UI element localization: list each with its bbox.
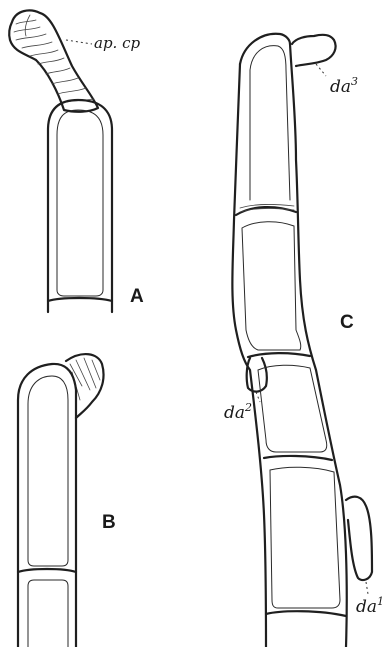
- label-da1-sup: 1: [377, 595, 384, 608]
- label-da2-sup: 2: [244, 401, 252, 414]
- cell-c3-inner: [258, 365, 327, 452]
- cell-c4-inner: [270, 467, 340, 608]
- panel-a-drawing: [9, 10, 112, 312]
- cell-b-bump: [66, 354, 104, 418]
- leader-ap-cp: [66, 40, 92, 44]
- label-da3-base: da: [330, 77, 351, 97]
- branch-da1: [346, 497, 372, 580]
- cell-c-septum-4: [266, 611, 346, 616]
- panel-c-drawing: [232, 34, 372, 647]
- label-da1-base: da: [356, 597, 377, 617]
- filament-apex: [240, 34, 290, 64]
- cell-c-septum-2: [248, 353, 310, 357]
- branch-da3: [292, 35, 336, 66]
- cell-b-inner: [28, 376, 68, 566]
- cell-a-septum: [48, 298, 112, 301]
- label-da2-base: da: [224, 403, 245, 423]
- panel-label-b: B: [102, 512, 116, 533]
- cell-a-inner: [57, 110, 103, 296]
- panel-b-drawing: [18, 354, 104, 647]
- panel-label-c: C: [340, 312, 354, 333]
- label-da3-sup: 3: [351, 75, 358, 88]
- leader-da1: [366, 582, 368, 594]
- cell-c2-inner: [242, 222, 301, 350]
- cell-c-septum-3: [264, 456, 332, 460]
- label-ap-cp: ap. cp: [94, 34, 140, 52]
- cell-b-lower-cell: [28, 580, 68, 647]
- label-da1: da1: [356, 595, 384, 617]
- panel-label-a: A: [130, 286, 144, 307]
- cell-c1-inner: [250, 46, 290, 200]
- label-da2: da2: [224, 401, 252, 423]
- leader-da3: [316, 64, 326, 76]
- cell-b-outer: [18, 364, 76, 647]
- label-da3: da3: [330, 75, 358, 97]
- filament-left-wall: [232, 64, 266, 647]
- leader-da2: [256, 392, 260, 402]
- cell-b-septum: [18, 569, 76, 572]
